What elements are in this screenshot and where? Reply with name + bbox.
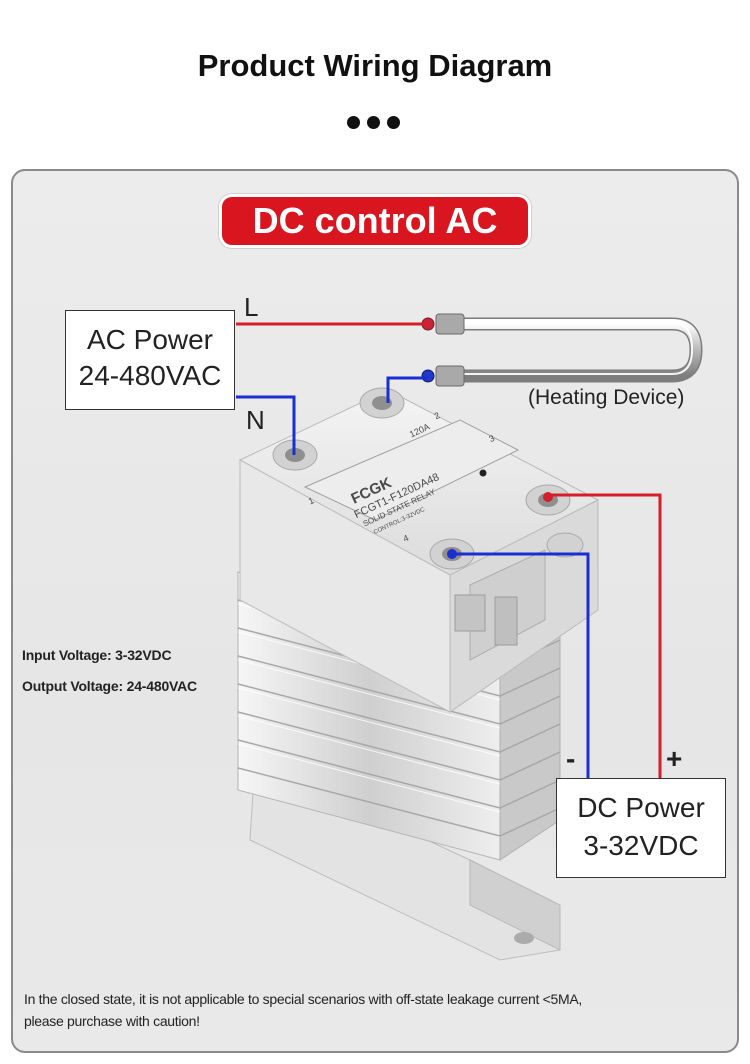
ac-power-voltage: 24-480VAC: [78, 360, 222, 391]
wire-load-blue: [386, 376, 428, 403]
caution-note-line-2: please purchase with caution!: [24, 1013, 200, 1029]
plus-sign: +: [666, 743, 683, 774]
dc-power-voltage: 3-32VDC: [583, 830, 699, 861]
input-voltage-spec: Input Voltage: 3-32VDC: [22, 647, 172, 663]
heating-device: [421, 313, 703, 387]
dot-3: [387, 116, 400, 129]
relay-terminal-4: 4: [401, 533, 410, 544]
page-title: Product Wiring Diagram: [197, 48, 553, 83]
wire-negative-blue: [452, 552, 590, 778]
wire-label-n: N: [246, 405, 265, 435]
wires: [236, 322, 662, 778]
relay-terminal-3: 3: [487, 433, 496, 444]
relay-terminal-1: 1: [307, 495, 316, 506]
dot-1: [347, 116, 360, 129]
terminal-screws: [272, 387, 584, 570]
ac-power-box: AC Power 24-480VAC: [65, 310, 235, 410]
wire-neutral-blue: [236, 395, 296, 455]
dc-power-label: DC Power: [577, 792, 705, 823]
ac-power-label: AC Power: [86, 324, 214, 355]
heating-device-label: (Heating Device): [528, 386, 685, 409]
wire-label-l: L: [244, 292, 259, 322]
output-voltage-spec: Output Voltage: 24-480VAC: [22, 678, 197, 694]
relay-terminal-2: 2: [433, 410, 442, 421]
caution-note: In the closed state, it is not applicabl…: [24, 988, 724, 1032]
minus-sign: -: [566, 743, 576, 774]
dc-power-box: DC Power 3-32VDC: [556, 778, 726, 878]
dot-2: [367, 116, 380, 129]
title-dots: [347, 116, 403, 130]
wire-positive-red: [548, 493, 662, 778]
mode-badge: DC control AC: [222, 197, 528, 245]
caution-note-line-1: In the closed state, it is not applicabl…: [24, 991, 582, 1007]
